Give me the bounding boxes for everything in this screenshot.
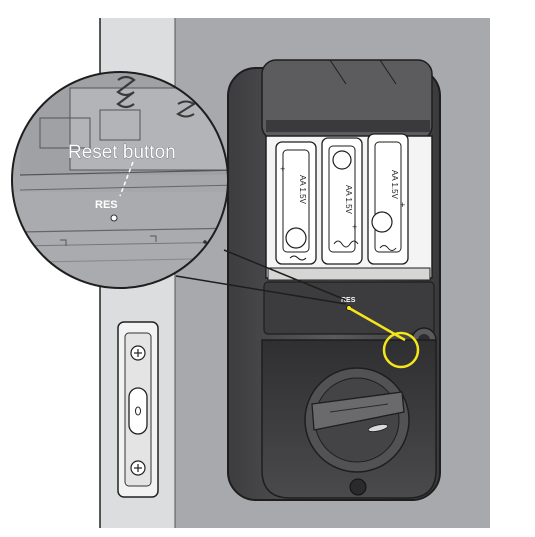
battery-3: AA 1.5V + [367, 133, 409, 265]
battery-3-marking: AA 1.5V [390, 170, 399, 200]
strike-plate [117, 321, 159, 498]
battery-1-marking: AA 1.5V [298, 175, 307, 205]
screw-icon [130, 345, 146, 361]
thumbturn-icon[interactable] [304, 367, 410, 473]
zoom-connector [223, 249, 347, 301]
battery-2-plus: + [352, 222, 357, 232]
latch-hole [128, 387, 148, 435]
lock-res-marking: RES [341, 297, 356, 304]
zoom-res-marking: RES [95, 199, 118, 211]
key-cover [349, 478, 367, 496]
screw-icon [130, 460, 146, 476]
leader-line [119, 161, 134, 197]
zoom-circle-outline [11, 71, 229, 289]
highlight-circle [382, 331, 420, 369]
zoom-reset-button [110, 214, 118, 222]
battery-3-plus: + [400, 200, 405, 210]
reset-button-label: Reset button [68, 142, 176, 163]
battery-2: AA 1.5V + [321, 137, 363, 265]
battery-2-marking: AA 1.5V [344, 185, 353, 215]
battery-1: AA 1.5V + [275, 141, 317, 265]
smart-lock-body: AA 1.5V + AA 1.5V + AA 1.5V + [227, 59, 441, 501]
battery-1-plus: + [280, 164, 285, 174]
battery-compartment: AA 1.5V + AA 1.5V + AA 1.5V + [265, 133, 433, 281]
